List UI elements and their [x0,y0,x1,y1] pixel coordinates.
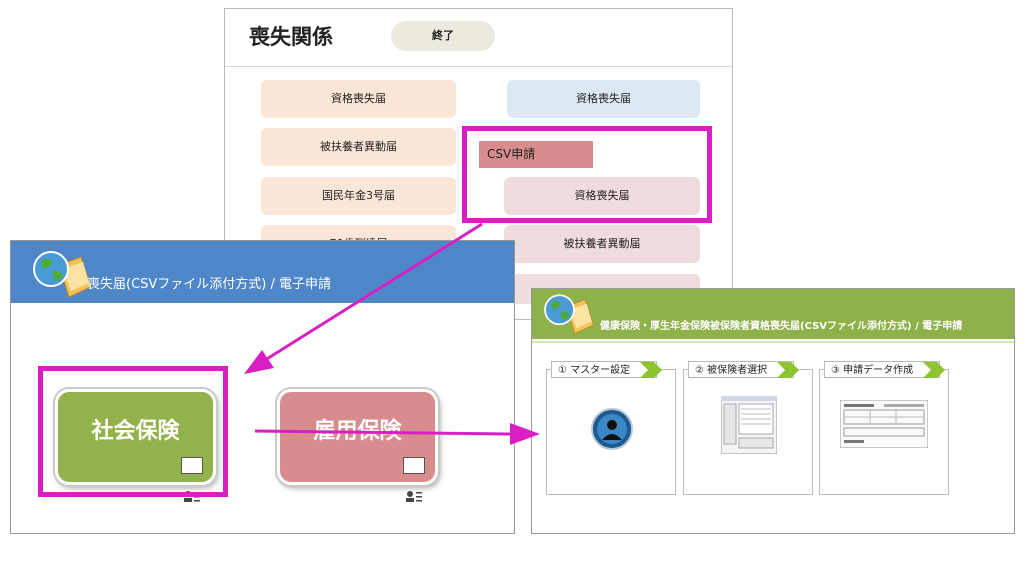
arrow-icon [254,423,540,445]
csv-dependent-change-button[interactable]: 被扶養者異動届 [504,225,700,263]
loss-notice-window: 喪失届(CSVファイル添付方式) / 電子申請 社会保険 雇用保険 [10,240,515,534]
button-label: 社会保険 [91,419,180,444]
chevron-right-icon [923,362,946,378]
divider [225,66,732,67]
step-create-application-data[interactable]: ③ 申請データ作成 [819,361,949,495]
step-master-settings[interactable]: ① マスター設定 [546,361,676,495]
end-button[interactable]: 終了 [391,21,495,51]
globe-icon [544,294,595,335]
step-insured-selection[interactable]: ② 被保険者選択 [683,361,813,495]
step-label: ① マスター設定 [551,361,663,378]
social-insurance-button[interactable]: 社会保険 [55,389,216,502]
chevron-right-icon [777,362,800,378]
qualification-loss-button-2[interactable]: 資格喪失届 [507,80,700,118]
step-label: ③ 申請データ作成 [824,361,946,378]
step-label-text: ③ 申請データ作成 [831,365,914,376]
step-label-text: ① マスター設定 [558,365,631,376]
user-icon [591,408,633,450]
window-header: 喪失届(CSVファイル添付方式) / 電子申請 [11,241,514,303]
window-header: 健康保険・厚生年金保険被保険者資格喪失届(CSVファイル添付方式) / 電子申請 [532,289,1014,339]
window-title: 喪失届(CSVファイル添付方式) / 電子申請 [87,277,332,292]
document-thumbnail-icon [840,400,928,448]
csv-section-label: CSV申請 [479,141,593,168]
chevron-right-icon [640,362,663,378]
window-title: 喪失関係 [249,25,333,49]
csv-section-highlight [462,126,712,223]
csv-qualification-loss-button[interactable]: 資格喪失届 [504,177,700,215]
dependent-change-button[interactable]: 被扶養者異動届 [261,128,456,166]
arrow-icon [244,222,483,374]
social-insurance-highlight [38,366,228,497]
step-label: ② 被保険者選択 [688,361,800,378]
globe-icon [33,251,92,298]
national-pension-3-button[interactable]: 国民年金3号届 [261,177,456,215]
window-title: 健康保険・厚生年金保険被保険者資格喪失届(CSVファイル添付方式) / 電子申請 [600,321,963,332]
id-card-icon [403,457,425,502]
screen-thumbnail-icon [721,396,777,454]
step-label-text: ② 被保険者選択 [695,365,768,376]
header-underline [532,341,1014,343]
electronic-application-window: 健康保険・厚生年金保険被保険者資格喪失届(CSVファイル添付方式) / 電子申請… [531,288,1015,534]
qualification-loss-button[interactable]: 資格喪失届 [261,80,456,118]
